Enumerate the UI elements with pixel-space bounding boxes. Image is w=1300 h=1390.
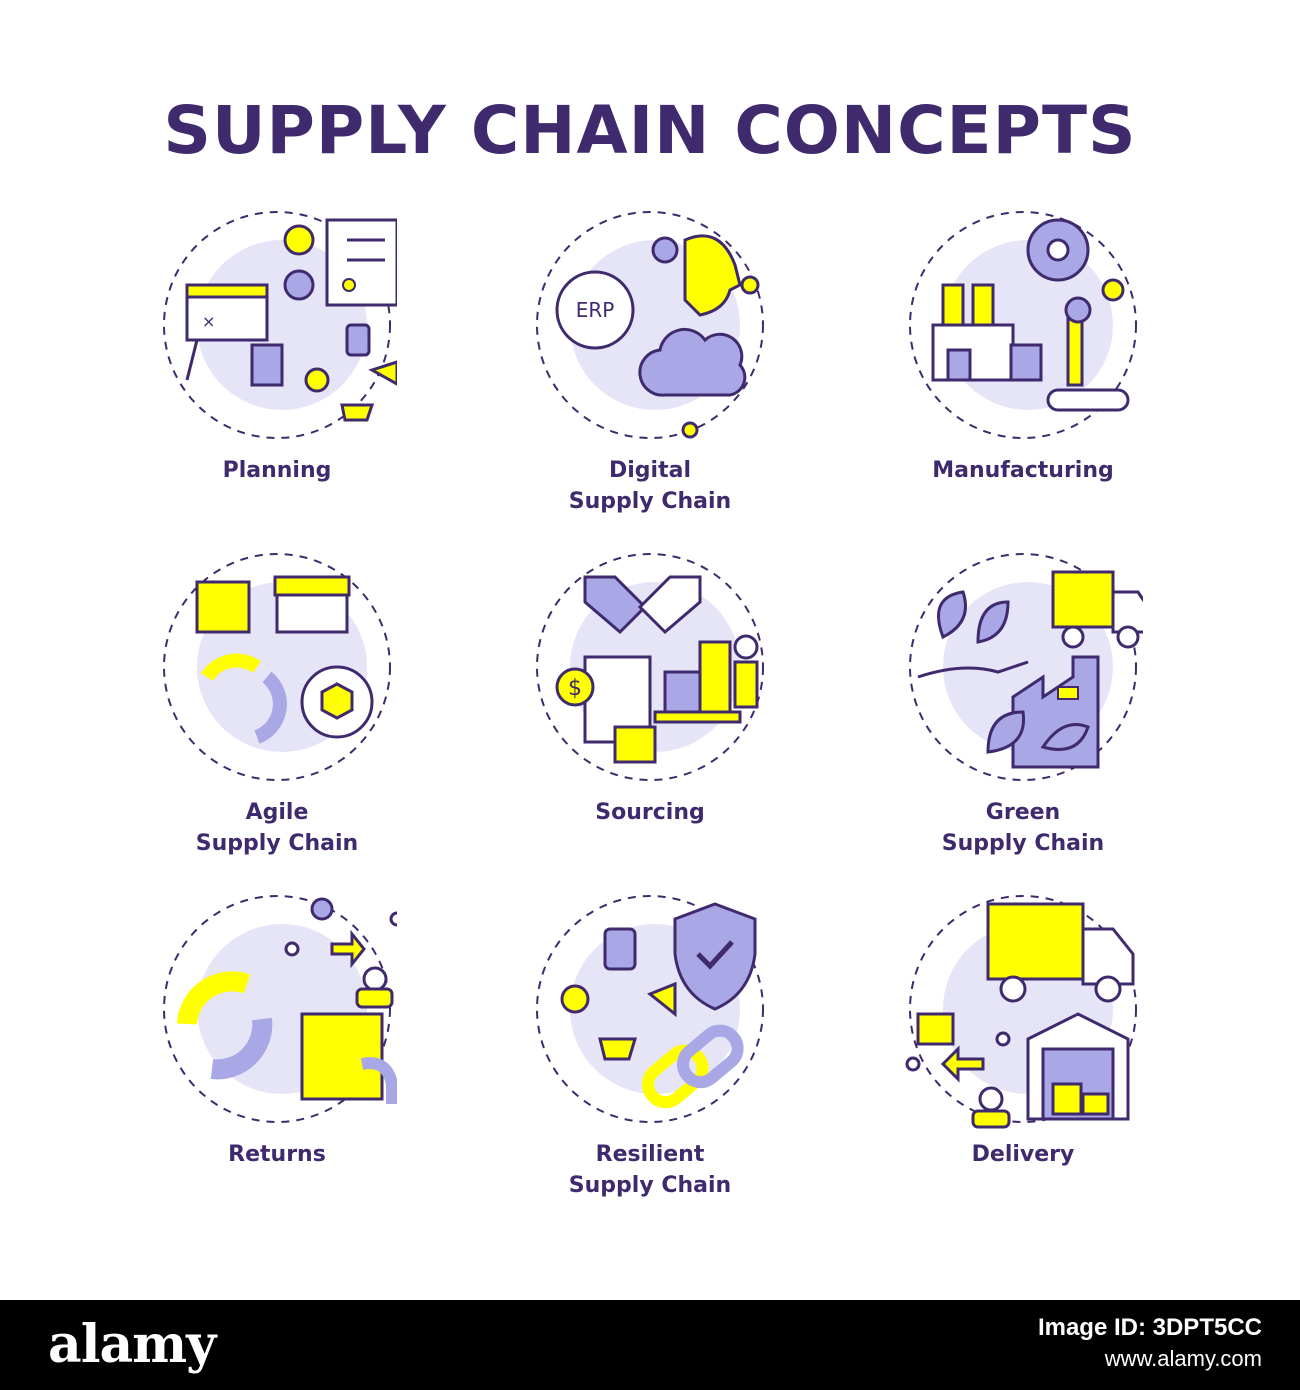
tile-green-supply-chain: Green Supply Chain	[873, 547, 1173, 859]
tile-delivery: Delivery	[873, 889, 1173, 1170]
svg-text:×: ×	[202, 312, 215, 331]
label-line: Resilient	[595, 1142, 705, 1167]
footer-meta: Image ID: 3DPT5CC www.alamy.com	[1038, 1314, 1262, 1372]
tile-planning: × Planning	[127, 205, 427, 486]
icon-label: Digital Supply Chain	[500, 455, 800, 517]
tile-digital-supply-chain: ERP Digital Supply Chain	[500, 205, 800, 517]
tile-manufacturing: Manufacturing	[873, 205, 1173, 486]
icon-label: Green Supply Chain	[873, 797, 1173, 859]
tile-sourcing: $ Sourcing	[500, 547, 800, 828]
icon-label: Delivery	[873, 1139, 1173, 1170]
page-title: SUPPLY CHAIN CONCEPTS	[163, 92, 1137, 169]
label-line: Supply Chain	[941, 831, 1105, 856]
returns-icon	[163, 895, 397, 1123]
dollar-text: $	[568, 676, 582, 701]
label-line: Agile	[245, 800, 309, 825]
green-supply-chain-icon	[909, 553, 1143, 781]
label-line: Planning	[222, 458, 332, 483]
planning-icon: ×	[163, 211, 397, 439]
label-line: Supply Chain	[195, 831, 359, 856]
label-line: Digital	[609, 458, 691, 483]
icon-label: Agile Supply Chain	[127, 797, 427, 859]
label-line: Delivery	[971, 1142, 1075, 1167]
label-line: Green	[985, 800, 1061, 825]
icon-label: Manufacturing	[873, 455, 1173, 486]
brand-logo: alamy	[48, 1314, 216, 1375]
delivery-icon	[905, 895, 1137, 1129]
icon-label: Resilient Supply Chain	[500, 1139, 800, 1201]
digital-supply-chain-icon: ERP	[536, 211, 764, 439]
resilient-supply-chain-icon	[536, 895, 764, 1123]
tile-returns: Returns	[127, 889, 427, 1170]
tile-resilient-supply-chain: Resilient Supply Chain	[500, 889, 800, 1201]
label-line: Manufacturing	[932, 458, 1114, 483]
manufacturing-icon	[909, 211, 1137, 439]
agile-supply-chain-icon	[163, 553, 391, 781]
footer-bar: alamy Image ID: 3DPT5CC www.alamy.com	[0, 1300, 1300, 1390]
sourcing-icon: $	[536, 553, 764, 781]
site-url: www.alamy.com	[1104, 1346, 1262, 1371]
label-line: Sourcing	[595, 800, 705, 825]
image-id: Image ID: 3DPT5CC	[1037, 1314, 1262, 1341]
icon-label: Planning	[127, 455, 427, 486]
icon-label: Returns	[127, 1139, 427, 1170]
label-line: Supply Chain	[568, 489, 732, 514]
label-line: Supply Chain	[568, 1173, 732, 1198]
tile-agile-supply-chain: Agile Supply Chain	[127, 547, 427, 859]
icon-label: Sourcing	[500, 797, 800, 828]
label-line: Returns	[228, 1142, 326, 1167]
erp-text: ERP	[576, 298, 615, 322]
